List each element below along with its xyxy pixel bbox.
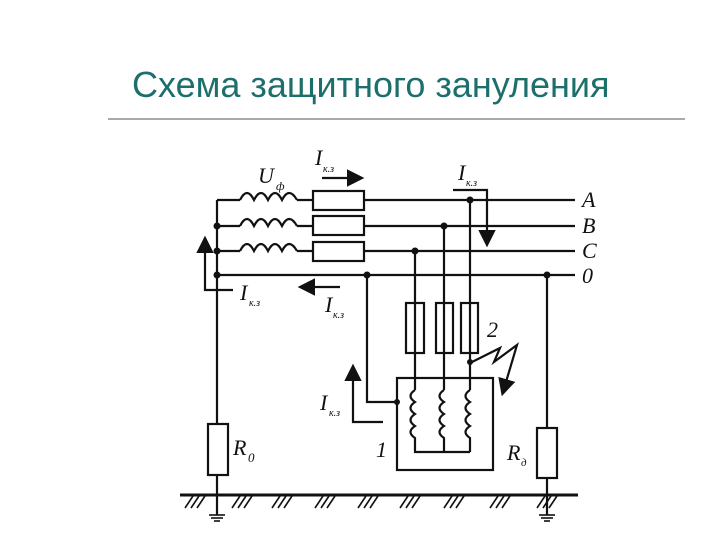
resistor-r0 (206, 422, 230, 477)
current-label: I (314, 145, 324, 170)
r0-sub: 0 (248, 450, 255, 465)
motor-windings (409, 389, 472, 454)
neutral-label: 0 (582, 263, 593, 288)
phase-label-a: A (580, 187, 596, 212)
motor-label: 1 (376, 437, 387, 462)
current-label: I (457, 160, 467, 185)
fuses (311, 189, 366, 263)
current-sub: к.з (323, 164, 334, 175)
current-label: I (324, 292, 334, 317)
motor-fuses (404, 301, 480, 355)
current-sub: к.з (329, 408, 340, 419)
voltage-sub: ф (276, 179, 285, 193)
current-sub: к.з (466, 178, 477, 189)
voltage-label: U (258, 163, 276, 188)
ground-hatching (184, 495, 558, 509)
current-arrows (196, 169, 496, 424)
r0-label: R (232, 435, 247, 460)
title-divider (108, 118, 685, 120)
current-sub: к.з (249, 298, 260, 309)
rd-label: R (506, 440, 521, 465)
rd-sub: д (521, 457, 527, 469)
phase-lines (217, 198, 575, 277)
phase-label-c: C (582, 238, 597, 263)
ground-icon (209, 514, 555, 522)
motor-housing (395, 376, 495, 472)
current-sub: к.з (333, 310, 344, 321)
resistor-rd (535, 426, 559, 480)
fault-label: 2 (487, 317, 498, 342)
phase-label-b: B (582, 213, 595, 238)
slide-title: Схема защитного зануления (132, 64, 610, 105)
current-label: I (319, 390, 329, 415)
transformer-windings (239, 191, 298, 254)
fault-lightning-icon (471, 342, 519, 397)
current-label: I (239, 280, 249, 305)
